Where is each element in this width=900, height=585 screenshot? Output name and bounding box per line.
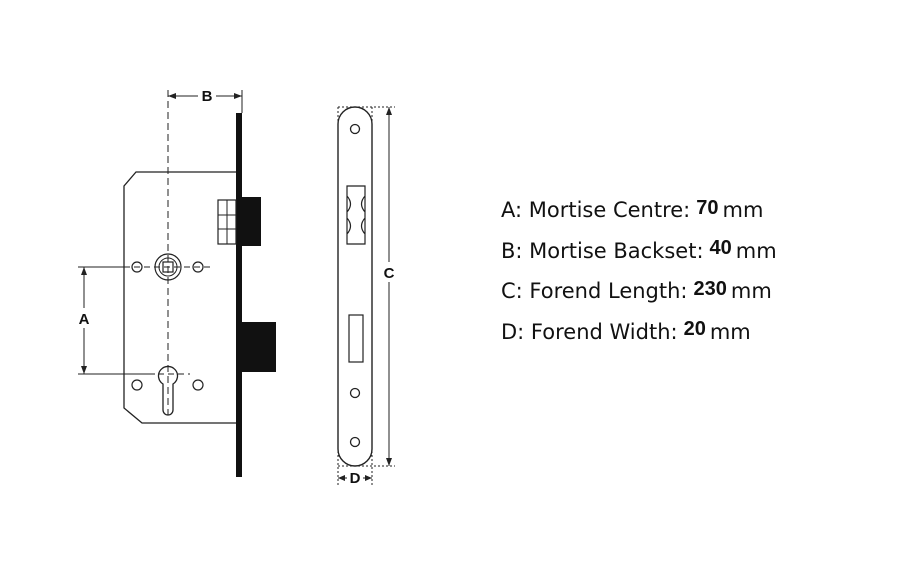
arrowhead-icon xyxy=(234,93,242,99)
spec-unit: mm xyxy=(730,279,772,304)
latch-slot xyxy=(346,185,366,245)
dead-bolt xyxy=(242,322,276,372)
spec-label: C: Forend Length: xyxy=(501,279,688,304)
screw-hole-icon xyxy=(349,436,361,448)
dimension-a-label: A xyxy=(79,311,90,328)
spec-label: B: Mortise Backset: xyxy=(501,238,704,263)
arrowhead-icon xyxy=(386,458,392,466)
arrowhead-icon xyxy=(386,107,392,115)
spec-row-forend-length: C: Forend Length: 230 mm xyxy=(501,271,891,312)
spec-unit: mm xyxy=(709,319,751,344)
spec-unit: mm xyxy=(722,198,764,223)
latch-bolt xyxy=(242,197,261,246)
spec-label: D: Forend Width: xyxy=(501,319,678,344)
spec-value: 230 xyxy=(693,277,727,300)
screw-hole-icon xyxy=(192,261,204,273)
dimension-b-label: B xyxy=(202,88,213,105)
spec-unit: mm xyxy=(735,238,777,263)
spec-value: 40 xyxy=(709,237,732,260)
dimension-c: C xyxy=(384,107,395,466)
dimension-d-label: D xyxy=(350,470,361,487)
screw-hole-icon xyxy=(131,261,143,273)
lock-case-outline xyxy=(123,171,236,424)
screw-hole-icon xyxy=(131,379,143,391)
arrowhead-icon xyxy=(365,475,372,481)
screw-hole-icon xyxy=(349,387,361,399)
spec-value: 20 xyxy=(683,318,706,341)
arrowhead-icon xyxy=(168,93,176,99)
dimension-c-label: C xyxy=(384,265,395,282)
spec-row-mortise-centre: A: Mortise Centre: 70 mm xyxy=(501,190,891,231)
spec-value: 70 xyxy=(696,196,719,219)
dimension-a: A xyxy=(78,266,155,375)
faceplate-bar xyxy=(236,113,242,477)
spec-row-mortise-backset: B: Mortise Backset: 40 mm xyxy=(501,231,891,272)
dimension-d: D xyxy=(338,470,372,487)
screw-hole-icon xyxy=(192,379,204,391)
spec-row-forend-width: D: Forend Width: 20 mm xyxy=(501,312,891,353)
deadbolt-slot xyxy=(348,314,364,363)
forend-plate xyxy=(337,106,373,467)
arrowhead-icon xyxy=(81,366,87,374)
dimension-b: B xyxy=(168,88,243,113)
spec-list: A: Mortise Centre: 70 mm B: Mortise Back… xyxy=(501,190,891,352)
lock-body-drawing xyxy=(123,90,276,477)
spec-label: A: Mortise Centre: xyxy=(501,198,691,223)
arrowhead-icon xyxy=(338,475,345,481)
screw-hole-icon xyxy=(349,123,361,135)
forend-drawing xyxy=(337,106,373,467)
arrowhead-icon xyxy=(81,267,87,275)
